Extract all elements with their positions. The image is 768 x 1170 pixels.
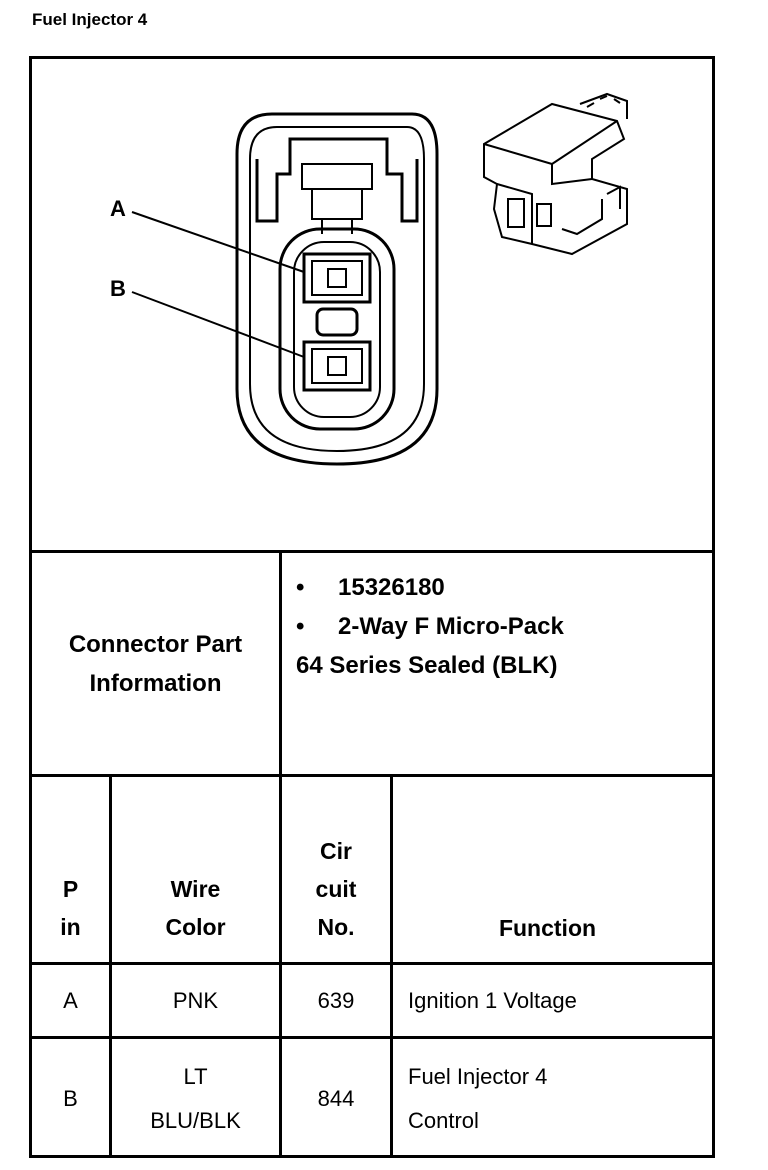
row-a-function-value: Ignition 1 Voltage: [408, 987, 577, 1013]
col-divider-1: [109, 774, 112, 1158]
row-b-wire-color-line1: LT: [183, 1063, 208, 1089]
row-b-pin: B: [32, 1039, 109, 1158]
bullet-icon: •: [296, 574, 305, 601]
part-number: 15326180: [338, 574, 445, 601]
header-wire-color: Wire Color: [112, 869, 279, 947]
row-b-wire-color: LT BLU/BLK: [112, 1039, 279, 1158]
row-b-circuit: 844: [282, 1039, 390, 1158]
pin-label-b: B: [110, 276, 126, 301]
row-a-circuit: 639: [282, 965, 390, 1036]
connector-face-drawing: [235, 112, 439, 466]
col-divider-3: [390, 774, 393, 1158]
header-wire-color-line2: Color: [165, 914, 226, 940]
row-b-function-line1: Fuel Injector 4: [408, 1063, 548, 1089]
leader-line-b: [131, 291, 305, 358]
part-info-label-line1: Connector Part: [68, 630, 243, 658]
row-b-pin-value: B: [63, 1085, 78, 1111]
part-info-label: Connector Part Information: [32, 553, 279, 774]
part-info-values: • 15326180 • 2-Way F Micro-Pack 64 Series …: [296, 568, 706, 688]
connector-isometric-drawing: [483, 92, 628, 256]
row-divider-2: [29, 774, 715, 777]
row-divider-3: [29, 962, 715, 965]
part-info-divider: [279, 550, 282, 777]
row-divider-4: [29, 1036, 715, 1039]
part-description: 2-Way F Micro-Pack: [338, 613, 564, 640]
row-b-function-line2: Control: [408, 1107, 479, 1133]
header-function: Function: [393, 908, 702, 947]
connector-table-frame: [29, 56, 715, 1158]
row-a-pin: A: [32, 965, 109, 1036]
row-a-function: Ignition 1 Voltage: [408, 965, 708, 1036]
row-b-function: Fuel Injector 4 Control: [408, 1039, 708, 1158]
pin-label-a: A: [110, 196, 126, 221]
part-description-item: • 2-Way F Micro-Pack: [296, 607, 564, 646]
row-divider-1: [29, 550, 715, 553]
row-a-wire-color-value: PNK: [172, 987, 219, 1013]
header-circuit-line2: cuit: [315, 876, 357, 902]
row-b-wire-color-line2: BLU/BLK: [150, 1107, 241, 1133]
header-function-label: Function: [498, 914, 597, 941]
header-pin-line1: P: [62, 876, 79, 902]
part-series: 64 Series Sealed (BLK): [296, 652, 558, 679]
bullet-icon: •: [296, 613, 305, 640]
row-a-wire-color: PNK: [112, 965, 279, 1036]
header-circuit-line1: Cir: [320, 838, 352, 864]
row-a-pin-value: A: [63, 987, 78, 1013]
row-a-circuit-value: 639: [317, 987, 355, 1013]
row-b-circuit-value: 844: [317, 1085, 355, 1111]
col-divider-2: [279, 774, 282, 1158]
leader-line-a: [131, 211, 305, 273]
header-pin: P in: [32, 869, 109, 947]
header-pin-line2: in: [60, 914, 81, 940]
header-circuit-line3: No.: [317, 914, 355, 940]
part-info-label-line2: Information: [89, 669, 222, 697]
page-title: Fuel Injector 4: [32, 10, 148, 29]
connector-diagram: A B: [110, 92, 628, 466]
header-circuit: Cir cuit No.: [282, 831, 390, 947]
header-wire-color-line1: Wire: [170, 876, 221, 902]
part-number-item: • 15326180: [296, 568, 445, 607]
